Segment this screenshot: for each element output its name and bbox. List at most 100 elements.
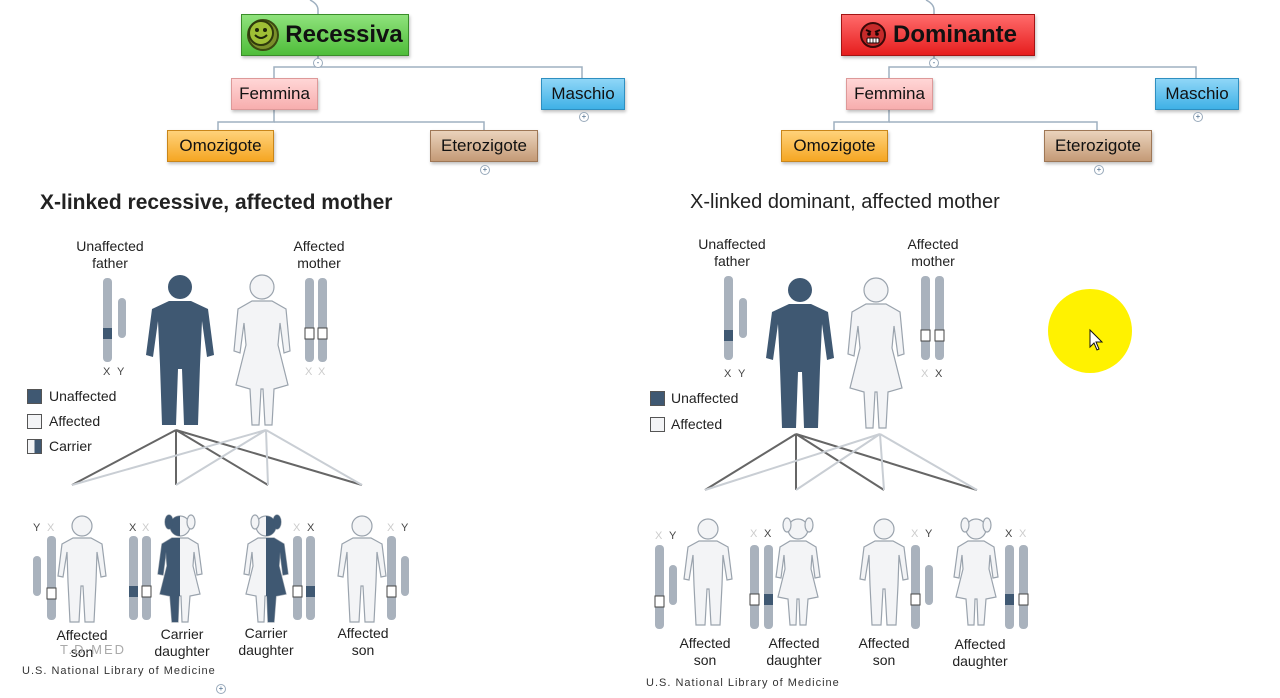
expand-icon[interactable]: + <box>216 684 226 694</box>
chrom-x-label: X <box>921 368 929 380</box>
chrom-x-label: X <box>318 366 326 378</box>
label-line: Affected <box>858 635 910 651</box>
smiley-angry-icon <box>859 21 887 49</box>
right-diagram-title: X-linked dominant, affected mother <box>690 191 1000 213</box>
chrom-x-label: X <box>142 522 150 534</box>
mother-label: Affected mother <box>280 238 358 272</box>
father-label: Unaffected father <box>688 236 776 270</box>
chrom-y-label: Y <box>401 522 409 534</box>
legend-affected-swatch <box>27 414 42 429</box>
child-label: Affected son <box>840 635 928 669</box>
node-eterozigote[interactable]: Eterozigote <box>1044 130 1152 162</box>
node-label: Eterozigote <box>441 136 527 155</box>
chrom-x-label: X <box>1019 528 1027 540</box>
chrom-x-label: X <box>129 522 137 534</box>
legend-carrier-label: Carrier <box>49 438 92 454</box>
child-label: Affected son <box>319 625 407 659</box>
expand-icon[interactable]: - <box>929 58 939 68</box>
label-line: Affected <box>293 238 345 254</box>
root-label: Dominante <box>892 21 1017 48</box>
child-label: Affected daughter <box>750 635 838 669</box>
expand-icon[interactable]: + <box>480 165 490 175</box>
label-line: son <box>872 652 896 668</box>
node-label: Maschio <box>551 84 615 103</box>
label-line: father <box>714 253 750 269</box>
node-maschio[interactable]: Maschio <box>541 78 625 110</box>
node-omozigote[interactable]: Omozigote <box>781 130 888 162</box>
node-femmina[interactable]: Femmina <box>231 78 318 110</box>
child-label: Affected daughter <box>936 636 1024 670</box>
chrom-y-label: Y <box>925 528 933 540</box>
left-credit: U.S. National Library of Medicine <box>22 665 216 677</box>
chrom-x-label: X <box>764 528 772 540</box>
expand-icon[interactable]: - <box>313 58 323 68</box>
chrom-x-label: X <box>935 368 943 380</box>
label-line: son <box>351 642 375 658</box>
label-line: Affected <box>954 636 1006 652</box>
label-line: son <box>70 644 94 660</box>
label-line: Affected <box>907 236 959 252</box>
legend-affected-label: Affected <box>671 416 723 432</box>
label-line: mother <box>911 253 955 269</box>
mouse-cursor-icon <box>1089 328 1104 351</box>
node-label: Femmina <box>239 84 310 103</box>
root-node-dominante[interactable]: Dominante <box>841 14 1035 56</box>
chrom-y-label: Y <box>117 366 125 378</box>
chrom-x-label: X <box>103 366 111 378</box>
expand-icon[interactable]: + <box>1193 112 1203 122</box>
label-line: father <box>92 255 128 271</box>
right-credit: U.S. National Library of Medicine <box>646 677 840 689</box>
label-line: Unaffected <box>76 238 144 254</box>
node-eterozigote[interactable]: Eterozigote <box>430 130 538 162</box>
chrom-x-label: X <box>305 366 313 378</box>
legend-unaffected-swatch <box>650 391 665 406</box>
child-label: Carrier daughter <box>138 626 226 660</box>
label-line: son <box>693 652 717 668</box>
node-label: Maschio <box>1165 84 1229 103</box>
expand-icon[interactable]: + <box>1094 165 1104 175</box>
smiley-happy-icon <box>247 19 280 51</box>
legend-unaffected-label: Unaffected <box>671 390 739 406</box>
label-line: mother <box>297 255 341 271</box>
expand-icon[interactable]: + <box>579 112 589 122</box>
label-line: Affected <box>679 635 731 651</box>
label-line: daughter <box>238 642 294 658</box>
child-label: Affected son <box>661 635 749 669</box>
label-line: daughter <box>154 643 210 659</box>
mother-label: Affected mother <box>894 236 972 270</box>
chrom-x-label: X <box>750 528 758 540</box>
root-node-recessiva[interactable]: Recessiva <box>241 14 409 56</box>
node-omozigote[interactable]: Omozigote <box>167 130 274 162</box>
node-maschio[interactable]: Maschio <box>1155 78 1239 110</box>
father-label: Unaffected father <box>66 238 154 272</box>
legend-carrier-swatch <box>27 439 42 454</box>
node-label: Omozigote <box>793 136 876 155</box>
node-label: Femmina <box>854 84 925 103</box>
child-label: Affected son <box>38 627 126 661</box>
chrom-x-label: X <box>1005 528 1013 540</box>
node-label: Eterozigote <box>1055 136 1141 155</box>
label-line: Affected <box>768 635 820 651</box>
label-line: Affected <box>337 625 389 641</box>
label-line: daughter <box>952 653 1008 669</box>
node-label: Omozigote <box>179 136 262 155</box>
watermark-logo: T.D.MED <box>60 642 126 657</box>
left-diagram-title: X-linked recessive, affected mother <box>40 191 393 214</box>
label-line: daughter <box>766 652 822 668</box>
chrom-x-label: X <box>307 522 315 534</box>
legend-unaffected-label: Unaffected <box>49 388 117 404</box>
left-pedigree-graphic: X Y X X Y X X X X X X Y <box>33 274 409 623</box>
label-line: Carrier <box>160 626 204 642</box>
child-label: Carrier daughter <box>222 625 310 659</box>
chrom-y-label: Y <box>669 530 677 542</box>
label-line: Carrier <box>244 625 288 641</box>
chrom-x-label: X <box>655 530 663 542</box>
label-line: Unaffected <box>698 236 766 252</box>
node-femmina[interactable]: Femmina <box>846 78 933 110</box>
legend-unaffected-swatch <box>27 389 42 404</box>
chrom-x-label: X <box>47 522 55 534</box>
chrom-x-label: X <box>724 368 732 380</box>
chrom-y-label: Y <box>33 522 41 534</box>
